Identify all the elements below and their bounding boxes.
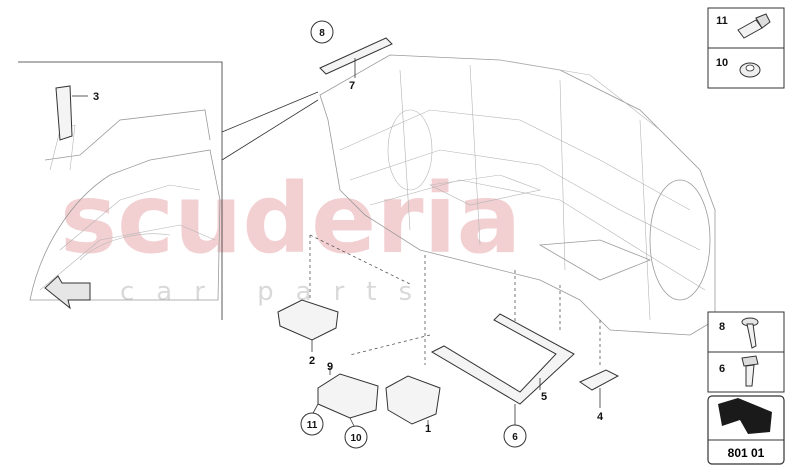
callout-4: 4	[597, 411, 604, 423]
fastener-legend-top: 11 10	[707, 7, 785, 89]
inset-car-line-1	[59, 184, 201, 251]
callout-1: 1	[425, 423, 431, 435]
callout-5: 5	[541, 391, 547, 403]
tunnel-panel	[429, 174, 542, 206]
fastener-legend-bottom: 8 6	[707, 311, 785, 393]
watermark: scuderia car parts	[60, 163, 521, 307]
inset-border	[18, 61, 223, 320]
legend-label-6: 6	[719, 363, 725, 375]
callout-10: 10	[350, 433, 362, 444]
part-3-bracket	[55, 85, 73, 141]
reference-box: 801 01	[707, 395, 785, 465]
chassis-line-3	[369, 179, 706, 291]
inset-car-line-3	[79, 233, 171, 261]
bolt-icon	[737, 13, 771, 39]
watermark-sub: car parts	[120, 277, 434, 307]
callout-circle-8	[310, 20, 334, 44]
callout-circle-11	[300, 412, 324, 436]
callout-2: 2	[309, 355, 315, 367]
callout-3: 3	[93, 91, 99, 103]
part-1-shield	[385, 375, 441, 425]
chassis-line-1	[339, 109, 691, 211]
chassis-line-4	[399, 69, 411, 231]
callout-11: 11	[307, 420, 318, 431]
inset-pointer-bottom	[221, 99, 319, 161]
inset-frame-rail	[44, 109, 211, 161]
part-4-bracket	[578, 369, 620, 391]
rear-wheel-arch	[649, 179, 711, 301]
part-7-strut	[319, 37, 393, 75]
inset-detail	[18, 61, 319, 320]
dashed-leaders	[309, 234, 601, 365]
inset-pointer-top	[221, 91, 319, 133]
callout-circle-10	[344, 425, 368, 449]
chassis-line-2	[349, 149, 701, 251]
dash-1	[309, 234, 413, 286]
inset-car-body	[29, 149, 221, 301]
legend-label-11: 11	[716, 15, 728, 27]
screw-icon	[741, 317, 759, 349]
nut-icon	[739, 62, 761, 78]
callouts: 8 7 3 2 9 1 5 4 11 10 6	[93, 20, 604, 449]
front-wheel-arch	[387, 109, 433, 191]
legend-label-8: 8	[719, 321, 725, 333]
rear-floor-panel	[538, 239, 652, 281]
part-9-bracket	[317, 373, 379, 419]
callout-7: 7	[349, 80, 355, 92]
part-5-frame	[430, 313, 575, 405]
callout-8: 8	[319, 28, 325, 39]
inset-car-line-2	[39, 224, 216, 291]
chassis-frame	[319, 54, 716, 336]
callout-circle-6	[503, 424, 527, 448]
part-2-cover	[277, 299, 339, 341]
callout-6: 6	[512, 432, 518, 443]
chassis-roof	[499, 59, 661, 131]
legend-label-10: 10	[716, 57, 728, 69]
callout-9: 9	[327, 361, 333, 373]
reference-code: 801 01	[728, 446, 765, 460]
chassis-line-5	[469, 64, 481, 246]
hex-bolt-icon	[741, 355, 759, 387]
chassis-line-6	[559, 79, 566, 271]
dash-4	[349, 334, 431, 356]
direction-arrow-icon	[44, 275, 91, 310]
chassis-line-7	[639, 119, 651, 321]
reference-arrow-icon	[718, 398, 772, 434]
